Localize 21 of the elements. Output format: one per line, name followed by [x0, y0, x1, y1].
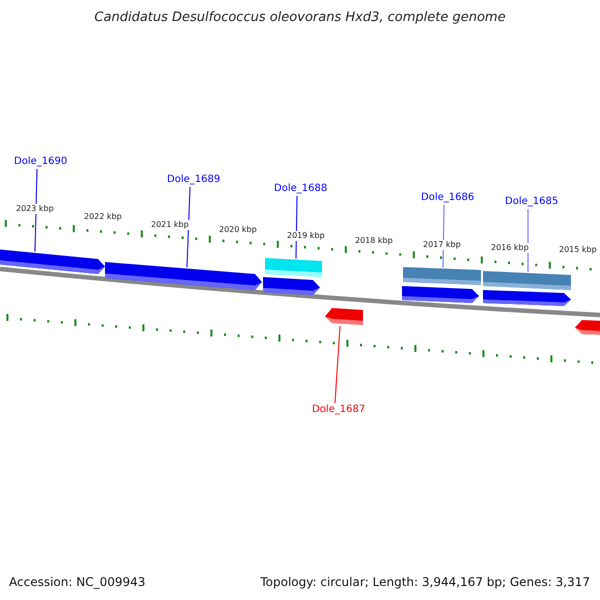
scale-label: 2016 kbp: [490, 243, 530, 253]
gene-label: Dole_1687: [312, 404, 366, 416]
scale-label: 2019 kbp: [286, 231, 326, 241]
accession-text: Accession: NC_009943: [9, 575, 146, 589]
gene-label: Dole_1688: [274, 183, 328, 195]
scale-label: 2017 kbp: [422, 240, 462, 250]
gene-label: Dole_1686: [421, 192, 474, 204]
leader-line: [186, 186, 190, 268]
leader-line: [334, 326, 340, 404]
gene-label: Dole_1685: [505, 196, 558, 208]
gene-label: Dole_1690: [14, 156, 68, 168]
scale-label: 2018 kbp: [354, 236, 394, 246]
title: Candidatus Desulfococcus oleovorans Hxd3, complete genome: [93, 10, 507, 25]
genome-info-text: Topology: circular; Length: 3,944,167 bp; Genes: 3,317: [260, 575, 590, 589]
leader-line: [34, 168, 38, 252]
scale-label: 2023 kbp: [15, 204, 55, 214]
scale-label: 2021 kbp: [150, 220, 190, 230]
scale-label: 2022 kbp: [83, 212, 123, 222]
gene-label: Dole_1689: [167, 174, 220, 186]
scale-label: 2020 kbp: [218, 225, 258, 235]
scale-label: 2015 kbp: [558, 245, 598, 255]
